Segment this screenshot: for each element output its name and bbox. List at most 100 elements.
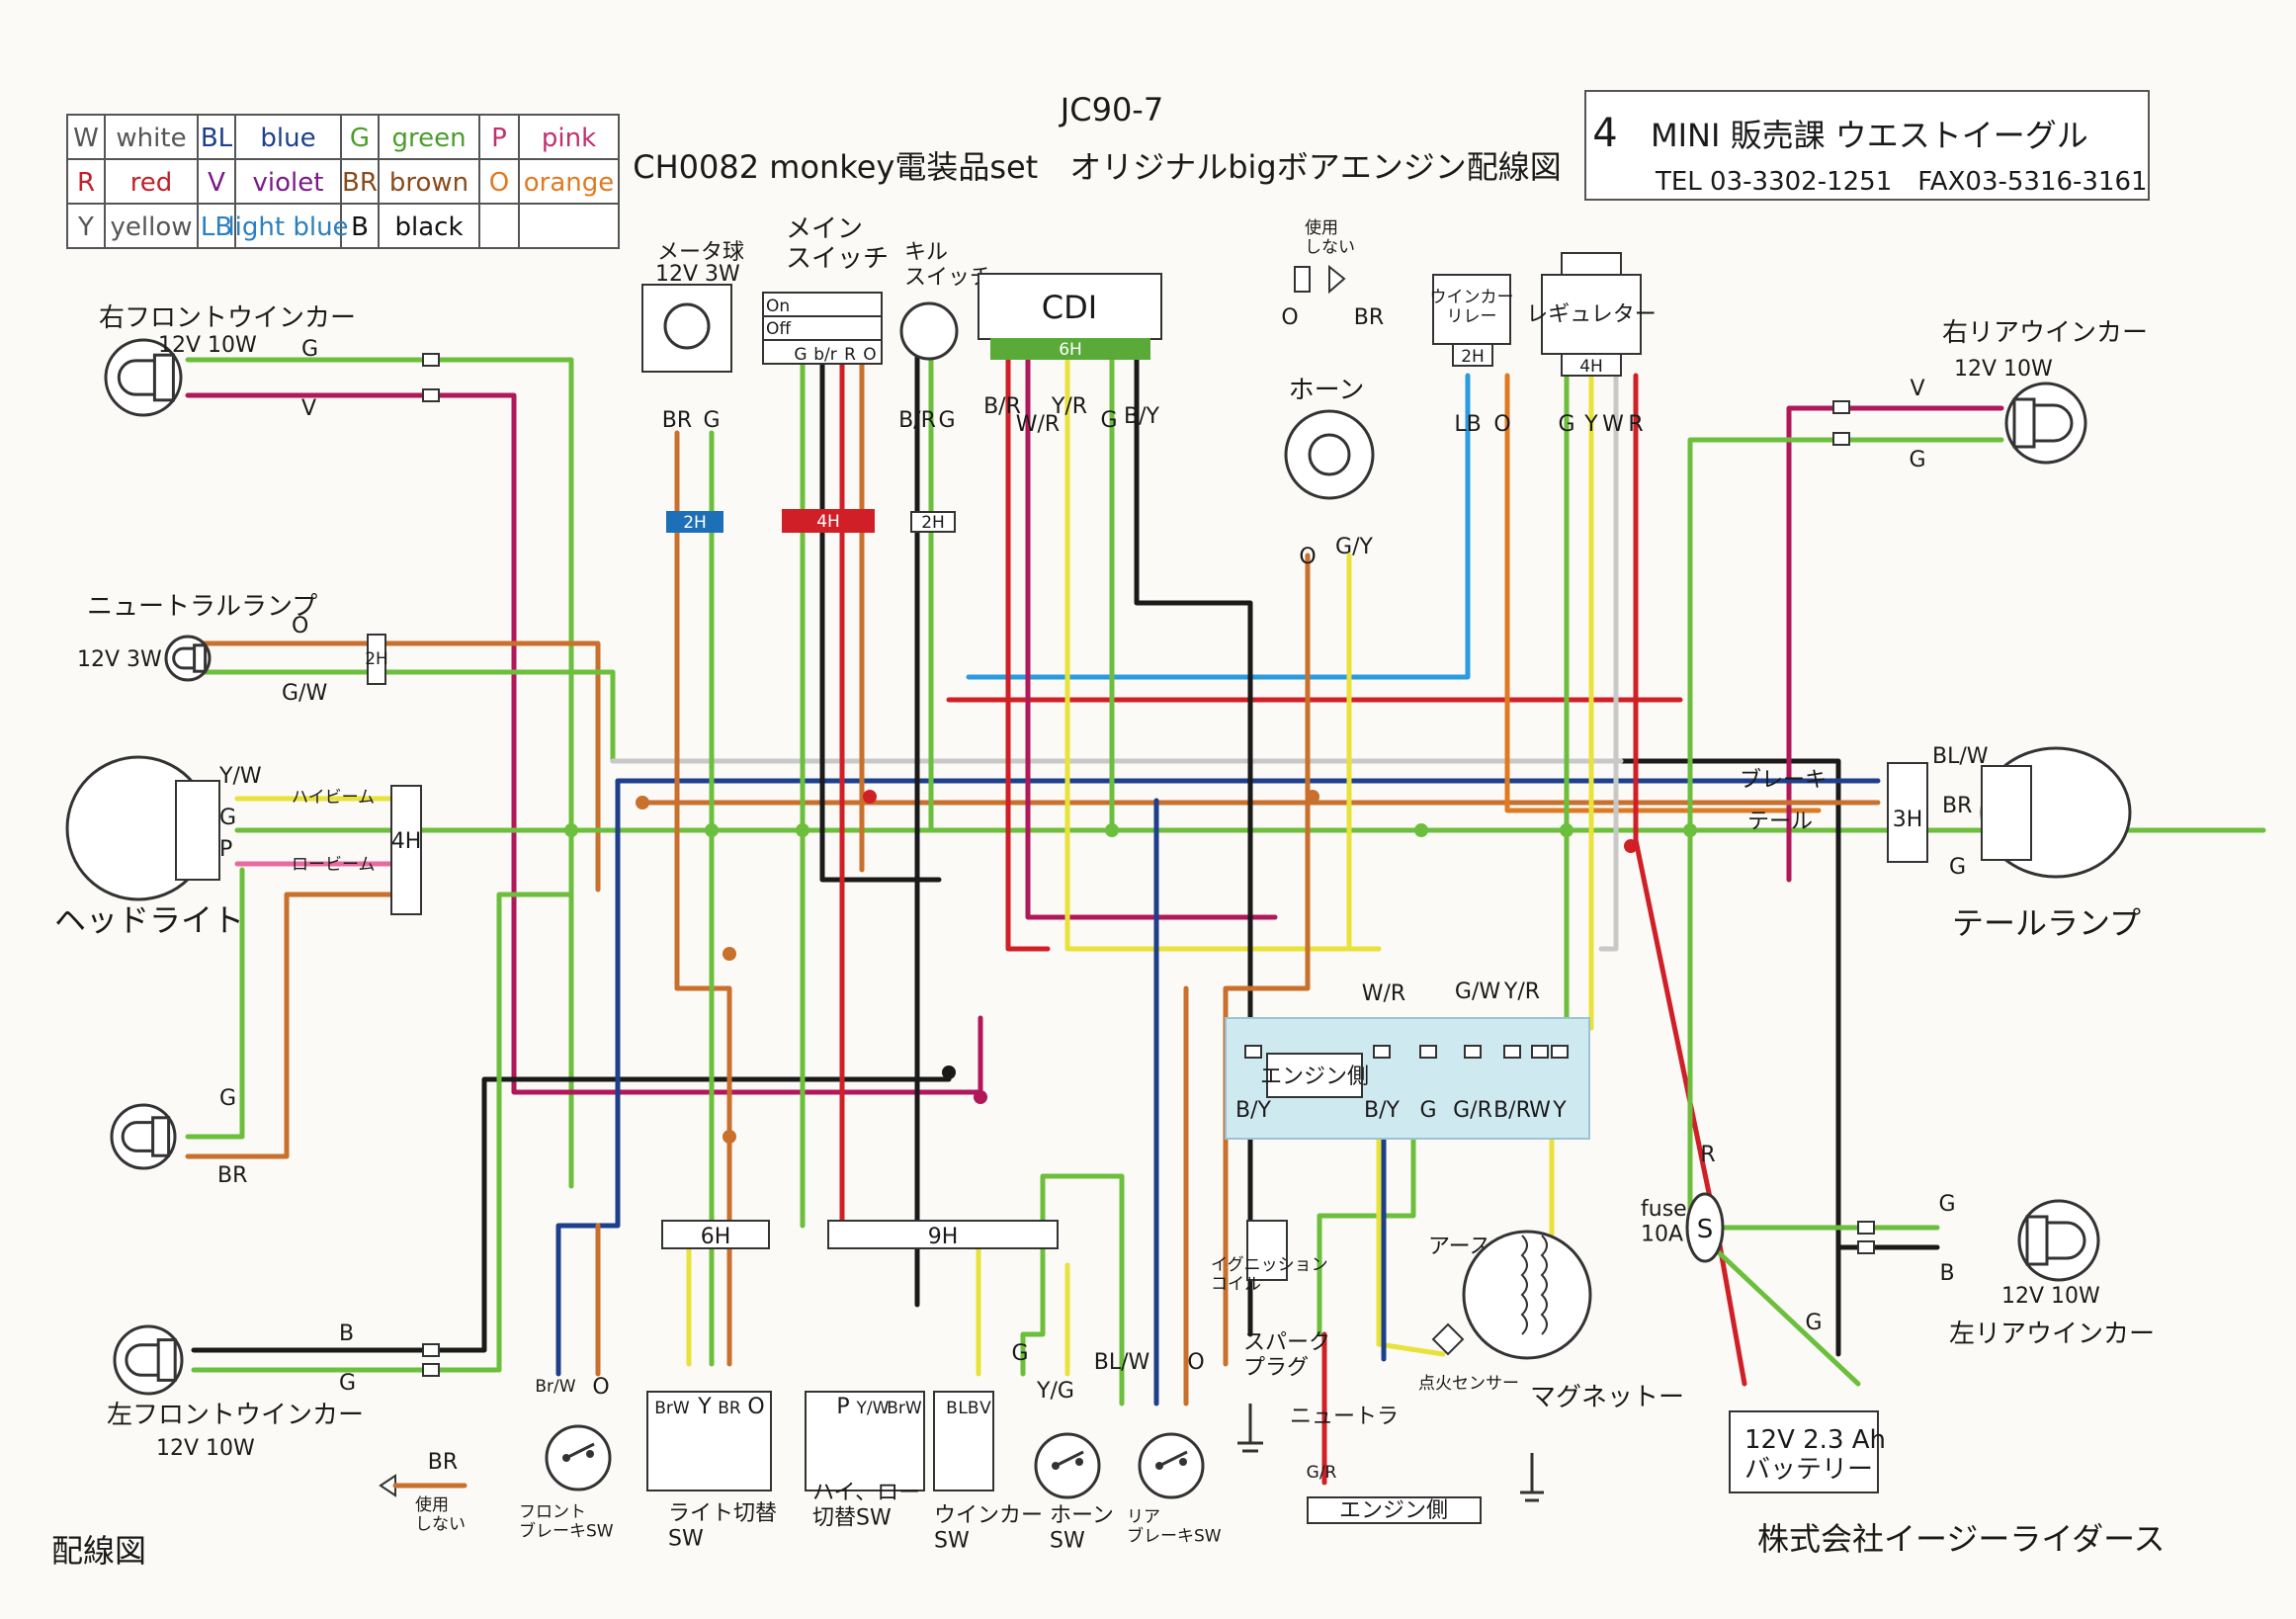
headlight-connector-label: 4H — [391, 829, 422, 854]
horn-name: ホーン — [1289, 376, 1365, 405]
engine-bottom-label: B/Y — [1364, 1098, 1401, 1123]
splice-dot — [796, 823, 809, 837]
fuse-symbol: S — [1697, 1215, 1714, 1244]
company-contact: TEL 03-3302-1251 FAX03-5316-3161 — [1655, 167, 2148, 197]
main-switch-connector-4h — [782, 509, 875, 533]
legend-cell: W — [73, 124, 99, 153]
engine-pin — [1551, 1045, 1569, 1059]
legend-cell: B — [351, 213, 369, 242]
model-title: JC90-7 — [1059, 91, 1163, 128]
legend-cell: O — [489, 168, 509, 198]
headlight-wire-g: G — [219, 806, 236, 830]
tail-connector-3h — [1887, 762, 1928, 863]
wire-black-29 — [1134, 353, 1253, 1041]
unused-top-label: 使用しない — [1305, 217, 1355, 258]
neutral-lamp-spec: 12V 3W — [77, 647, 162, 672]
lf-winker-wire-b: B — [339, 1321, 354, 1346]
engine-pin — [1531, 1045, 1549, 1059]
splice-dot — [636, 796, 649, 810]
neutral-switch-engine-label: エンジン側 — [1339, 1498, 1448, 1523]
wire-green-15 — [185, 867, 245, 1140]
horn-wire-o: O — [1299, 545, 1316, 569]
engine-side-panel — [1225, 1017, 1590, 1140]
engine-bottom-label: B/R — [1493, 1098, 1531, 1123]
connector-9h — [827, 1220, 1059, 1249]
splice-dot — [1624, 839, 1638, 853]
legend-cell: black — [394, 213, 463, 242]
headlight-name: ヘッドライト — [54, 901, 244, 939]
neutral-lamp-bulb — [164, 635, 212, 682]
main-switch-col-br: b/r — [813, 345, 837, 365]
unused-bottom-wire-br: BR — [428, 1450, 458, 1475]
main-switch-connector-label: 4H — [816, 512, 840, 532]
main-switch-table — [762, 292, 883, 365]
connector-6h-label: 6H — [701, 1225, 731, 1249]
winker-switch-col-v: V — [979, 1399, 991, 1418]
magneto-icon — [1462, 1230, 1592, 1360]
splice-dot — [863, 790, 877, 804]
legend-cell: red — [130, 168, 173, 198]
engine-top-gw: G/W — [1455, 980, 1500, 1004]
engine-top-wr: W/R — [1362, 981, 1405, 1006]
horn-wire-gy: G/Y — [1335, 535, 1373, 559]
cdi-connector-label: 6H — [1059, 340, 1082, 360]
fuse-wire-r: R — [1700, 1143, 1715, 1167]
rf-winker-connector-1 — [422, 353, 440, 367]
engine-bottom-label: G/R — [1453, 1098, 1492, 1123]
footer-company: 株式会社イージーライダース — [1757, 1520, 2165, 1558]
tail-wire-g: G — [1949, 855, 1966, 880]
connector-9h-label: 9H — [928, 1225, 959, 1249]
lr-winker-name: 左リアウインカー — [1949, 1320, 2155, 1349]
front-brake-switch-icon — [545, 1424, 612, 1491]
rear-brake-name: リアブレーキSW — [1127, 1507, 1222, 1547]
rear-brake-wire-blw: BL/W — [1094, 1350, 1150, 1375]
legend-cell: brown — [389, 168, 468, 198]
neutral-wire-o: O — [292, 614, 308, 639]
headlight-socket — [175, 780, 220, 881]
unused-bottom-label: 使用しない — [415, 1494, 466, 1535]
main-switch-off: Off — [766, 319, 792, 339]
cdi-wire-wr: W/R — [1016, 412, 1060, 437]
rr-winker-name: 右リアウインカー — [1942, 318, 2148, 348]
unused-top-terminals — [1294, 264, 1346, 295]
horn-center-icon — [1308, 433, 1351, 476]
legend-cell: G — [350, 124, 370, 153]
lr-winker-wire-b: B — [1939, 1261, 1954, 1286]
plain-bulb-wire-br: BR — [217, 1163, 247, 1188]
horn-switch-wire-yg: Y/G — [1036, 1379, 1074, 1404]
pulse-sensor-label: 点火センサー — [1418, 1374, 1519, 1394]
splice-dot — [1683, 823, 1697, 837]
light-switch-col-y: Y — [697, 1395, 712, 1419]
front-brake-wire-brw: Br/W — [535, 1377, 575, 1397]
headlight-lo-beam-label: ロービーム — [292, 855, 376, 875]
lf-winker-connector-2 — [422, 1363, 440, 1377]
rf-winker-wire-g: G — [301, 337, 318, 362]
regulator-wire-g: G — [1558, 412, 1574, 437]
engine-pin — [1464, 1045, 1482, 1059]
plain-bulb-wire-g: G — [219, 1086, 236, 1111]
meter-spec: 12V 3W — [655, 262, 740, 287]
engine-side-label: エンジン側 — [1260, 1065, 1369, 1089]
legend-cell: V — [208, 168, 225, 198]
company-box — [1584, 90, 2150, 201]
tail-tail-label: テール — [1747, 810, 1813, 834]
left-plain-bulb — [110, 1103, 177, 1170]
neutral-switch-wire: G/R — [1307, 1463, 1337, 1483]
winker-switch-col-b: B — [946, 1399, 958, 1418]
wire-yellow-27 — [1064, 353, 1382, 952]
neutral-wire-gw: G/W — [282, 681, 327, 706]
legend-cell: R — [77, 168, 95, 198]
horn-switch-wire-g: G — [1011, 1341, 1028, 1366]
wire-orange-32 — [1504, 373, 1822, 813]
company-number: 4 — [1592, 111, 1617, 156]
legend-cell: orange — [524, 168, 615, 198]
neutral-switch-engine-box — [1307, 1496, 1482, 1524]
winker-relay-connector-2h — [1452, 343, 1493, 367]
light-switch-col-o: O — [747, 1395, 764, 1419]
tail-brake-label: ブレーキ — [1740, 768, 1827, 793]
headlight-wire-p: P — [219, 837, 232, 862]
fuse-icon — [1685, 1192, 1725, 1263]
lr-winker-spec: 12V 10W — [2001, 1284, 2100, 1309]
wire-red-36 — [1633, 373, 1747, 1387]
